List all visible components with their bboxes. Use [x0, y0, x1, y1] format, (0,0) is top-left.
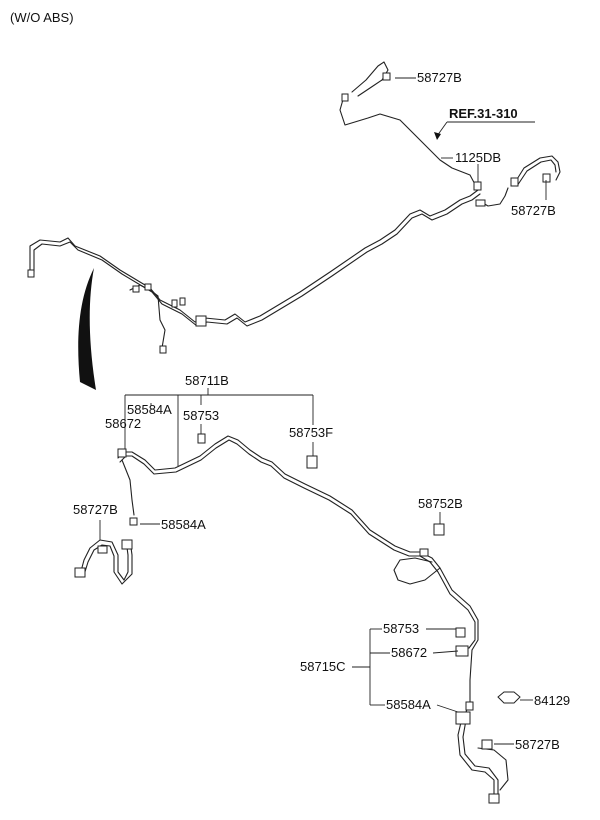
- label-58672-upper: 58672: [105, 416, 141, 431]
- hose-fitting-icon: [97, 545, 108, 554]
- fitting-icon: [129, 517, 138, 526]
- clip-58753-icon: [197, 433, 206, 444]
- clip-icon: [171, 299, 178, 308]
- hose-fitting-icon: [455, 711, 471, 725]
- label-58584A-left: 58584A: [161, 517, 206, 532]
- fitting-icon: [419, 548, 429, 557]
- bolt-icon: [473, 181, 482, 191]
- lower-brake-pipe: [117, 435, 479, 651]
- label-58711B: 58711B: [185, 373, 229, 388]
- fitting-icon: [159, 345, 167, 354]
- reference-label: REF.31-310: [449, 106, 518, 121]
- hose-fitting-icon: [510, 177, 519, 187]
- variant-note: (W/O ABS): [10, 10, 74, 25]
- label-58727B-right: 58727B: [511, 203, 556, 218]
- label-58753-upper: 58753: [183, 408, 219, 423]
- fitting-icon: [27, 269, 35, 278]
- label-1125DB: 1125DB: [455, 150, 501, 165]
- bracket-58715C: [352, 628, 459, 713]
- label-58753-lower: 58753: [383, 621, 419, 636]
- label-58715C: 58715C: [300, 659, 346, 674]
- label-58752B: 58752B: [418, 496, 463, 511]
- hose-fitting-icon: [121, 539, 133, 550]
- label-58727B-top: 58727B: [417, 70, 462, 85]
- hose-fitting-icon: [542, 173, 551, 183]
- label-58753F: 58753F: [289, 425, 333, 440]
- fitting-icon: [465, 701, 474, 711]
- hose-fitting-icon: [341, 93, 349, 102]
- label-84129: 84129: [534, 693, 570, 708]
- clip-58753-icon: [455, 627, 466, 638]
- lower-right-flex-hose: [455, 627, 509, 804]
- fitting-icon: [132, 285, 140, 293]
- label-58672-lower: 58672: [391, 645, 427, 660]
- upper-flex-hose: [341, 61, 391, 102]
- right-flex-hose: [510, 155, 561, 187]
- label-58727B-left: 58727B: [73, 502, 118, 517]
- label-58727B-bottom: 58727B: [515, 737, 560, 752]
- label-58584A-lower: 58584A: [386, 697, 431, 712]
- arrow-icon: [434, 132, 441, 140]
- fitting-icon: [144, 283, 152, 291]
- clip-icon: [195, 315, 207, 327]
- gasket-84129-icon: [497, 691, 521, 704]
- bracket-58711B: [124, 388, 314, 466]
- hose-fitting-icon: [481, 739, 493, 750]
- label-58584A-upper: 58584A: [127, 402, 172, 417]
- left-flex-hose: [74, 539, 133, 585]
- hose-fitting-icon: [382, 72, 391, 81]
- upper-brake-pipe: [29, 95, 509, 353]
- section-divider-arc: [78, 268, 96, 390]
- clip-58752B-icon: [433, 523, 445, 536]
- hose-end-icon: [488, 793, 500, 804]
- fitting-icon: [117, 448, 127, 458]
- hose-end-icon: [74, 567, 86, 578]
- clip-58753F-icon: [306, 455, 318, 469]
- clip-icon: [475, 199, 486, 207]
- clip-icon: [179, 297, 186, 306]
